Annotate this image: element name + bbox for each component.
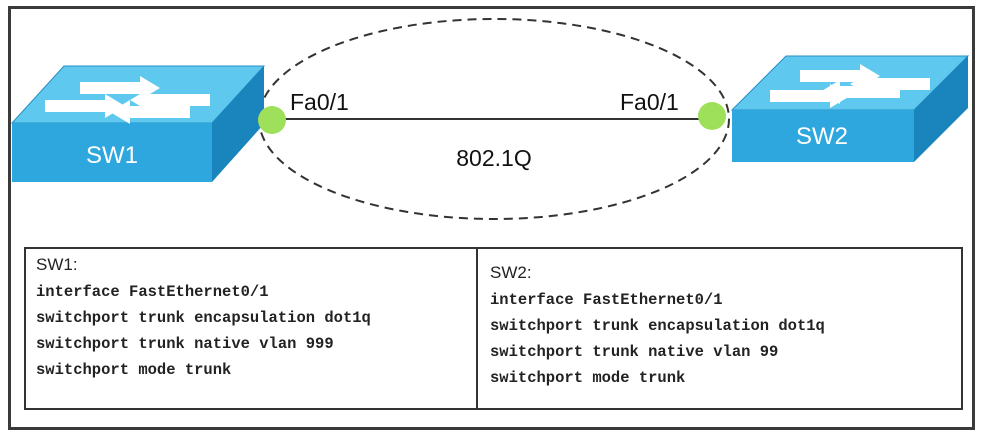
- sw1-config-line: switchport trunk native vlan 999: [36, 335, 334, 353]
- sw1-name-label: SW1: [86, 142, 138, 169]
- sw2-name-label: SW2: [796, 123, 848, 150]
- sw2-config-line: interface FastEthernet0/1: [490, 291, 723, 309]
- sw2-front: [732, 110, 914, 162]
- sw2-config-title: SW2:: [490, 263, 532, 282]
- sw2-config-line: switchport trunk native vlan 99: [490, 343, 779, 361]
- sw2-config-line: switchport mode trunk: [490, 369, 686, 387]
- sw1-config-panel: SW1: interface FastEthernet0/1 switchpor…: [26, 249, 478, 408]
- switch-sw2: SW2: [730, 55, 970, 162]
- sw2-config-panel: SW2: interface FastEthernet0/1 switchpor…: [478, 249, 961, 408]
- sw1-side: [212, 66, 264, 182]
- topology-diagram: SW1 SW2 Fa0/1 Fa0/1 802.1Q: [10, 18, 970, 220]
- diagram-frame: [8, 6, 975, 430]
- config-table: SW1: interface FastEthernet0/1 switchpor…: [24, 247, 963, 410]
- sw1-config-title: SW1:: [36, 255, 78, 274]
- sw1-config-line: interface FastEthernet0/1: [36, 283, 269, 301]
- sw1-port-label: Fa0/1: [290, 89, 349, 115]
- sw2-arrows-icon: [770, 64, 930, 108]
- sw1-config-line: switchport mode trunk: [36, 361, 232, 379]
- sw1-front: [12, 123, 212, 182]
- sw1-arrows-icon: [45, 76, 210, 124]
- sw1-port-dot: [258, 106, 286, 134]
- switch-sw1: SW1: [10, 65, 266, 182]
- sw2-side: [914, 56, 968, 162]
- sw2-port-label: Fa0/1: [620, 89, 679, 115]
- sw2-port-dot: [698, 102, 726, 130]
- sw1-config-line: switchport trunk encapsulation dot1q: [36, 309, 371, 327]
- sw2-config-line: switchport trunk encapsulation dot1q: [490, 317, 825, 335]
- link-encapsulation-label: 802.1Q: [456, 145, 531, 171]
